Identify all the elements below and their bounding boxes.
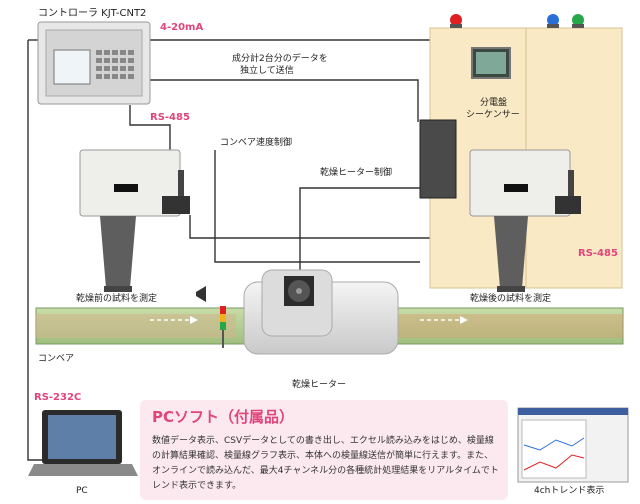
before-drying-label: 乾燥前の試料を測定 (76, 294, 158, 304)
data-send-label-line1: 成分計2台分のデータを (232, 54, 328, 64)
flow-arrow-icon (460, 316, 468, 324)
controller-unit (37, 21, 151, 105)
pc-label: PC (76, 486, 88, 496)
sensor-before-drying (79, 149, 190, 292)
trend-display-label: 4chトレンド表示 (534, 486, 605, 496)
rs232c-label: RS-232C (34, 392, 82, 403)
conveyor-label: コンベア (38, 354, 75, 364)
flow-arrow-icon (190, 316, 198, 324)
data-send-label-line2: 独立して送信 (240, 66, 294, 76)
signal-4-20ma-label: 4-20mA (160, 22, 204, 33)
green-lamp-icon (572, 14, 584, 26)
conveyor-speed-label: コンベア速度制御 (220, 138, 293, 148)
pc-software-title: PCソフト（付属品） (152, 408, 295, 426)
sensor-readout (114, 184, 138, 192)
signal-tower (220, 306, 226, 348)
sequencer-module (419, 119, 457, 199)
laptop-pc (28, 410, 138, 476)
pc-software-panel: PCソフト（付属品） 数値データ表示、CSVデータとしての書き出し、エクセル読み… (140, 400, 508, 500)
trend-display-thumbnail (517, 407, 629, 483)
sensor-readout (504, 184, 528, 192)
controller-label: コントローラ KJT-CNT2 (38, 8, 147, 19)
dryer-heater (243, 269, 399, 355)
speaker-icon (196, 286, 206, 302)
panel-label-line2: シーケンサー (466, 110, 520, 120)
distribution-panel (429, 14, 623, 289)
rs485-right-label: RS-485 (578, 248, 618, 259)
blue-lamp-icon (547, 14, 559, 26)
rs485-left-label: RS-485 (150, 112, 190, 123)
panel-label-line1: 分電盤 (480, 98, 508, 108)
sensor-after-drying (469, 149, 581, 292)
dryer-heater-label: 乾燥ヒーター (292, 380, 347, 390)
dryer-heater-control-label: 乾燥ヒーター制御 (320, 168, 393, 178)
after-drying-label: 乾燥後の試料を測定 (470, 294, 552, 304)
pc-software-description: 数値データ表示、CSVデータとしての書き出し、エクセル読み込みをはじめ、検量線の… (152, 436, 499, 491)
red-lamp-icon (450, 14, 462, 26)
